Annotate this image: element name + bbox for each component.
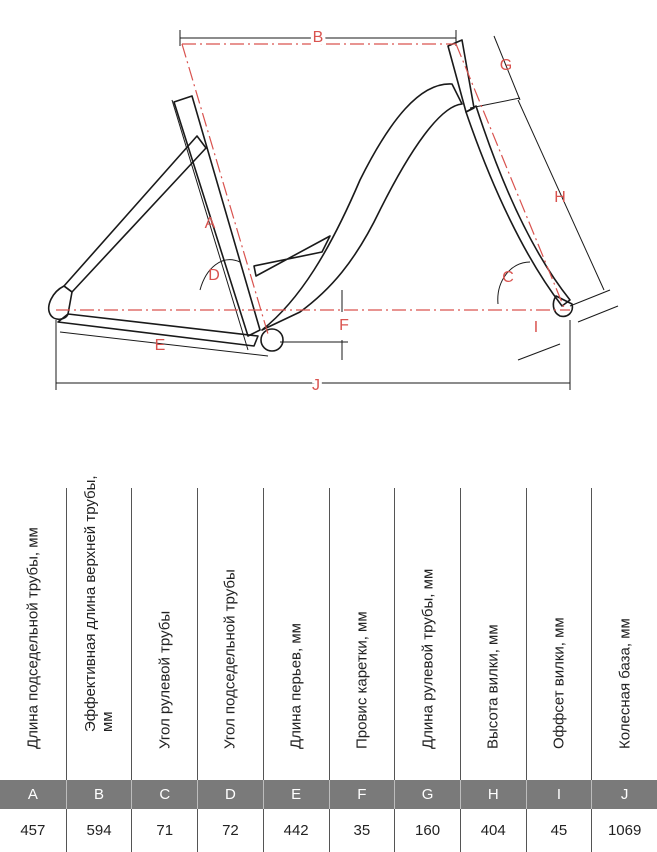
header-c: Угол рулевой трубы: [156, 610, 174, 749]
header-cell: Провис каретки, мм: [328, 488, 395, 780]
value-c: 71: [131, 809, 197, 852]
value-g: 160: [394, 809, 460, 852]
value-h: 404: [459, 809, 526, 852]
header-cell: Длина перьев, мм: [262, 488, 329, 780]
seat-tube: [173, 95, 261, 337]
letter-g: G: [394, 780, 460, 809]
value-j: 1069: [591, 809, 657, 852]
header-j: Колесная база, мм: [616, 618, 634, 749]
table-headers: Длина подседельной трубы, мм Эффективная…: [0, 475, 657, 780]
dim-label-g: G: [500, 57, 512, 74]
header-cell: Эффективная длина верхней трубы, мм: [65, 475, 132, 780]
dim-label-i: I: [534, 319, 538, 336]
top-brace: [253, 235, 331, 277]
dim-label-e: E: [155, 337, 166, 354]
value-b: 594: [65, 809, 132, 852]
header-d: Угол подседельной трубы: [221, 569, 239, 749]
header-cell: Длина рулевой трубы, мм: [394, 488, 460, 780]
value-row: 457 594 71 72 442 35 160 404 45 1069: [0, 809, 657, 852]
fork: [465, 105, 571, 307]
header-h: Высота вилки, мм: [484, 624, 502, 749]
header-i: Оффсет вилки, мм: [550, 617, 568, 749]
header-cell: Оффсет вилки, мм: [525, 488, 592, 780]
frame-geometry-diagram: B G H A D C F I E J: [48, 26, 619, 397]
fork-dropout: [552, 295, 574, 318]
bottom-bracket: [260, 328, 284, 352]
down-tube: [261, 83, 463, 331]
letter-b: B: [65, 780, 132, 809]
header-cell: Колесная база, мм: [591, 488, 657, 780]
dim-label-c: C: [502, 269, 514, 286]
bike-frame: [48, 39, 574, 352]
dim-label-b: B: [313, 29, 324, 46]
value-d: 72: [197, 809, 263, 852]
dim-label-d: D: [208, 267, 220, 284]
letter-e: E: [262, 780, 329, 809]
header-g: Длина рулевой трубы, мм: [419, 568, 437, 749]
dim-label-f: F: [339, 317, 349, 334]
letter-j: J: [591, 780, 657, 809]
letter-d: D: [197, 780, 263, 809]
header-cell: Угол подседельной трубы: [197, 488, 263, 780]
dimension-lines: [55, 30, 619, 390]
value-f: 35: [328, 809, 395, 852]
letter-a: A: [27, 786, 38, 803]
value-i: 45: [525, 809, 592, 852]
dim-label-j: J: [312, 377, 320, 394]
header-cell: Длина подседельной трубы, мм: [0, 488, 66, 780]
header-f: Провис каретки, мм: [353, 611, 371, 749]
header-cell: Угол рулевой трубы: [131, 488, 197, 780]
centerlines: [56, 43, 570, 335]
header-e: Длина перьев, мм: [287, 623, 305, 749]
header-b: Эффективная длина верхней трубы, мм: [82, 475, 117, 732]
value-a: 457: [20, 822, 46, 839]
letter-i: I: [525, 780, 592, 809]
header-a: Длина подседельной трубы, мм: [24, 527, 42, 749]
value-e: 442: [262, 809, 329, 852]
letter-h: H: [459, 780, 526, 809]
header-cell: Высота вилки, мм: [459, 488, 526, 780]
letter-f: F: [328, 780, 395, 809]
letter-c: C: [131, 780, 197, 809]
dim-label-a: A: [205, 215, 216, 232]
rear-dropout: [48, 285, 73, 321]
seat-stay: [63, 135, 207, 293]
dim-label-h: H: [554, 189, 566, 206]
letter-band: A B C D E F G H I J: [0, 780, 657, 809]
